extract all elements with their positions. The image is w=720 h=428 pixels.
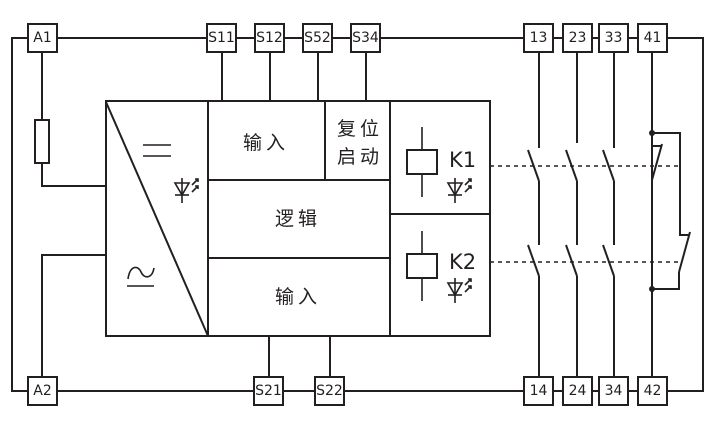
k1-coil-icon (406, 149, 438, 175)
svg-text:S21: S21 (255, 383, 282, 399)
svg-text:33: 33 (605, 30, 623, 46)
svg-text:A2: A2 (33, 383, 51, 399)
svg-text:S52: S52 (304, 30, 331, 46)
module-outline (105, 100, 491, 337)
terminal-13[interactable]: 13 (523, 23, 554, 53)
svg-text:S12: S12 (256, 30, 283, 46)
terminal-14[interactable]: 14 (523, 376, 554, 406)
reset-label: 复位 (337, 118, 383, 140)
relay-k1: K1 (406, 127, 476, 203)
k2-led-icon (446, 278, 472, 303)
terminal-42[interactable]: 42 (637, 376, 668, 406)
svg-text:23: 23 (569, 30, 587, 46)
terminal-s22[interactable]: S22 (314, 376, 345, 406)
terminal-33[interactable]: 33 (598, 23, 629, 53)
svg-text:41: 41 (644, 30, 662, 46)
input-top-label: 输入 (243, 132, 289, 154)
terminal-s52[interactable]: S52 (302, 23, 333, 53)
terminal-s12[interactable]: S12 (254, 23, 285, 53)
input-bottom-label: 输入 (275, 286, 321, 308)
svg-text:14: 14 (530, 383, 548, 399)
k1-label: K1 (449, 148, 476, 172)
terminal-23[interactable]: 23 (562, 23, 593, 53)
terminal-a2[interactable]: A2 (27, 376, 58, 406)
terminal-s11[interactable]: S11 (206, 23, 237, 53)
relay-k2: K2 (406, 231, 476, 303)
start-label: 启动 (337, 146, 383, 168)
svg-text:A1: A1 (33, 30, 51, 46)
terminal-s21[interactable]: S21 (253, 376, 284, 406)
a1-to-power-wire (41, 163, 106, 187)
fuse-icon (34, 119, 50, 164)
k2-coil-icon (406, 253, 438, 279)
ac-symbol-icon (127, 266, 155, 287)
terminal-34[interactable]: 34 (598, 376, 629, 406)
contact-33-34 (602, 48, 615, 378)
contact-13-14 (527, 48, 540, 378)
a2-to-power-wire (41, 254, 106, 378)
svg-text:24: 24 (569, 383, 587, 399)
terminal-s34[interactable]: S34 (350, 23, 381, 53)
power-diagonal (105, 101, 209, 337)
terminal-a1[interactable]: A1 (27, 23, 58, 53)
terminal-24[interactable]: 24 (562, 376, 593, 406)
svg-text:S22: S22 (316, 383, 343, 399)
k1-led-icon (446, 178, 472, 203)
svg-text:S34: S34 (352, 30, 379, 46)
logic-label: 逻辑 (275, 208, 321, 230)
svg-text:13: 13 (530, 30, 548, 46)
led-icon (173, 178, 199, 203)
contact-23-24 (565, 48, 578, 378)
k2-label: K2 (449, 250, 476, 274)
contact-41-42 (649, 48, 691, 378)
module-box (105, 100, 491, 337)
terminal-41[interactable]: 41 (637, 23, 668, 53)
svg-text:42: 42 (644, 383, 662, 399)
svg-text:S11: S11 (208, 30, 235, 46)
svg-text:34: 34 (605, 383, 623, 399)
dc-symbol-icon (143, 144, 171, 157)
